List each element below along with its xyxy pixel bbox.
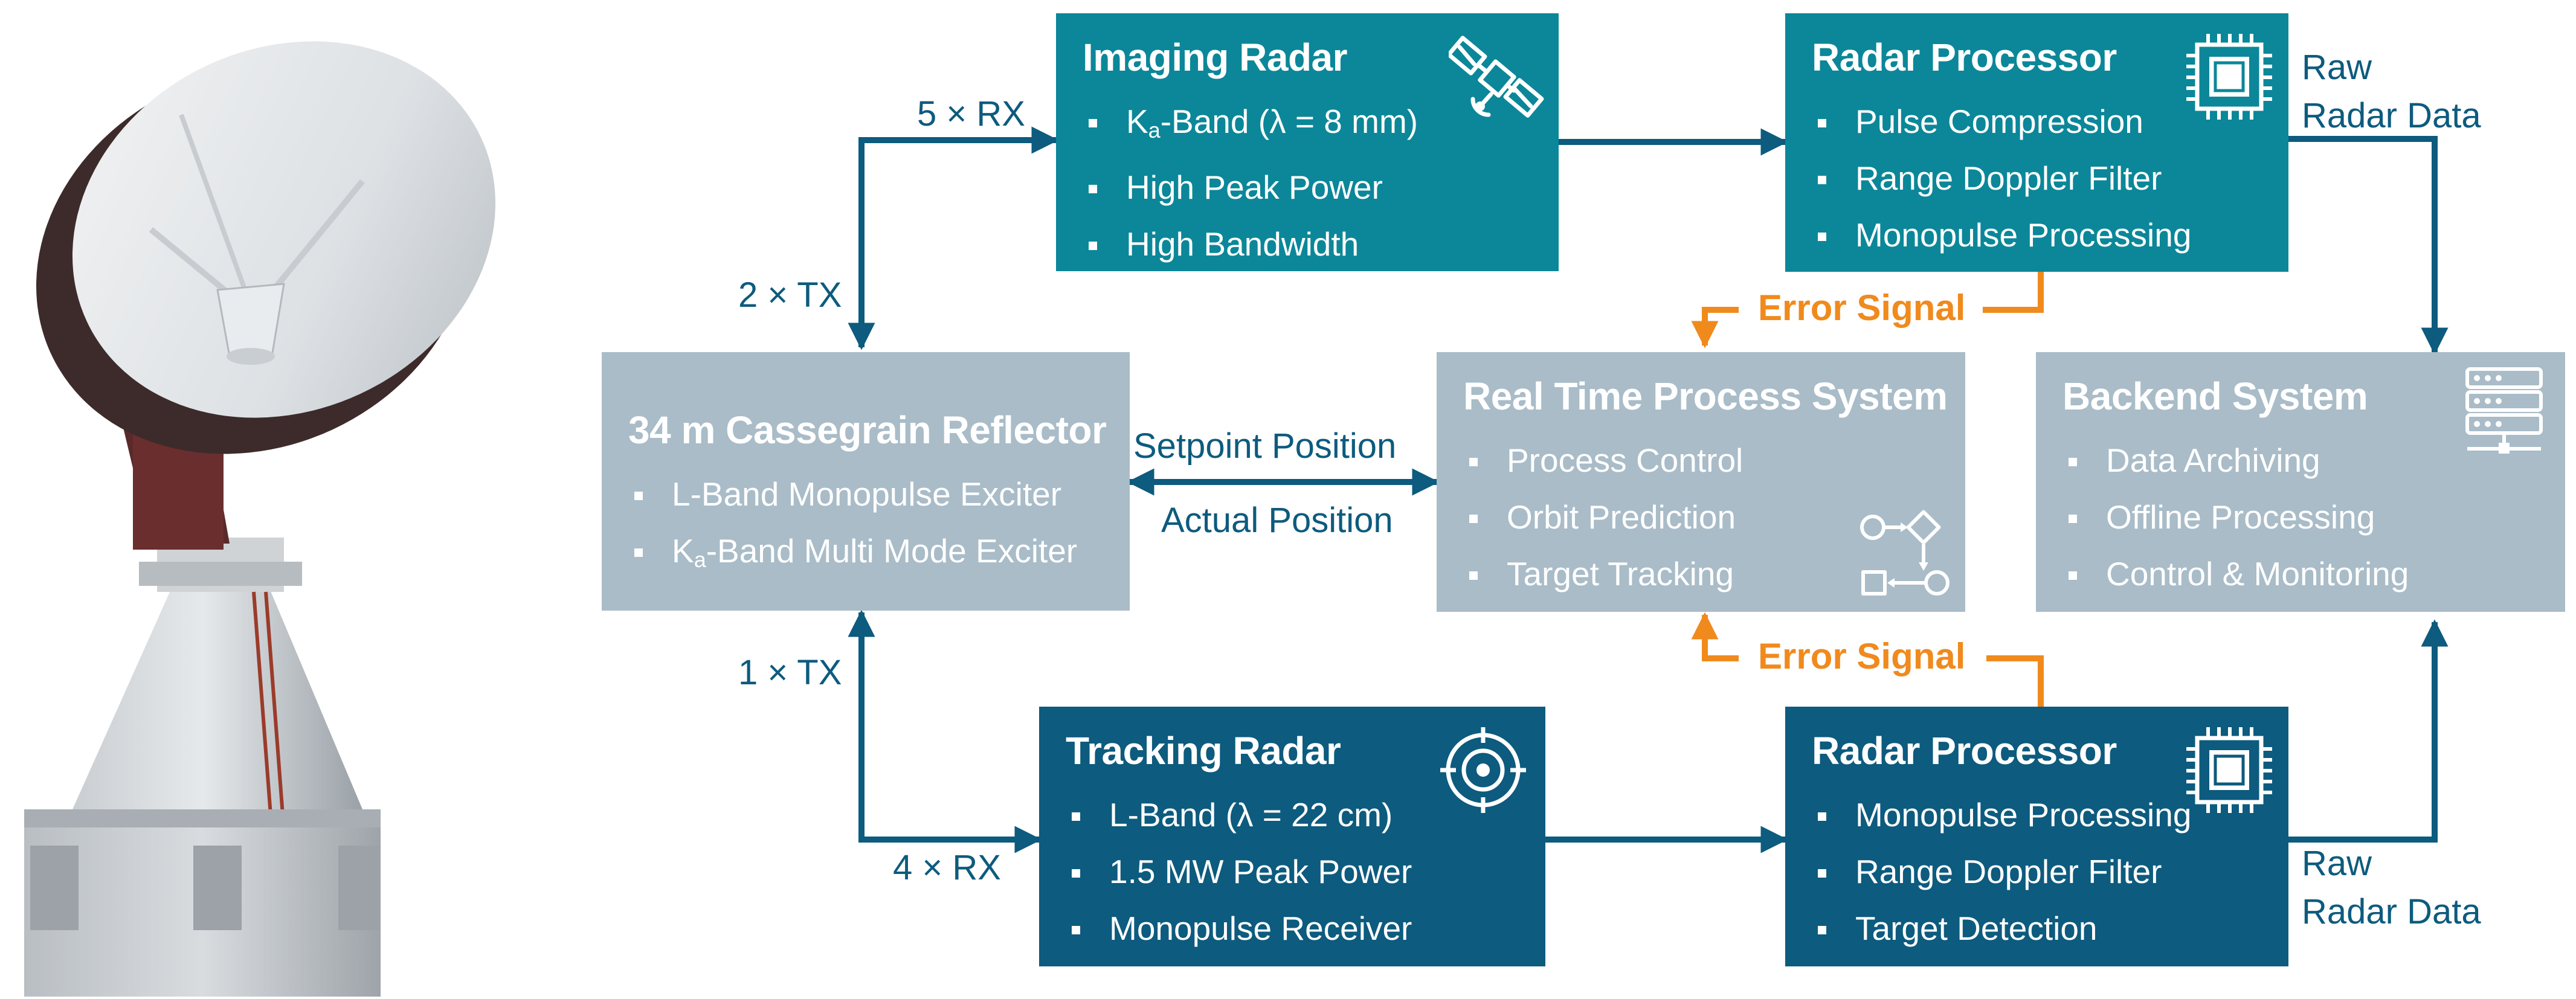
error-signal-bottom-label: Error Signal	[1758, 636, 1966, 676]
chip-icon	[2186, 727, 2272, 813]
backend-system-title: Backend System	[2062, 374, 2368, 418]
arrow-reflector-to-tracking	[848, 609, 1042, 853]
backend-system-list: Data Archiving Offline Processing Contro…	[2062, 432, 2539, 602]
list-item: Target Detection	[1812, 900, 2262, 957]
arrow-reflector-to-imaging	[848, 126, 1059, 350]
chip-icon	[2186, 34, 2272, 120]
tx-top-label: 2 × TX	[738, 275, 842, 315]
server-icon	[2465, 367, 2543, 454]
rx-top-label: 5 × RX	[917, 94, 1025, 133]
radar-processor-bottom-list: Monopulse Processing Range Doppler Filte…	[1812, 786, 2262, 957]
real-time-process-box: Real Time Process System Process Control…	[1437, 352, 1965, 612]
arrow-processor-bottom-to-backend	[2288, 619, 2449, 843]
error-signal-top-line	[1983, 272, 2044, 313]
list-item: Pulse Compression	[1812, 93, 2262, 150]
list-item: 1.5 MW Peak Power	[1066, 843, 1519, 900]
radar-processor-bottom-title: Radar Processor	[1812, 729, 2117, 773]
flowchart-icon	[1860, 510, 1950, 596]
satellite-icon	[1449, 36, 1544, 118]
list-item: Ka-Band (λ = 8 mm)	[1083, 93, 1532, 159]
imaging-radar-box: Imaging Radar Ka-Band (λ = 8 mm) High Pe…	[1056, 13, 1559, 271]
real-time-process-title: Real Time Process System	[1463, 374, 1948, 418]
arrow-processor-to-backend	[2288, 136, 2449, 355]
target-icon	[1440, 727, 1526, 813]
radar-processor-bottom-box: Radar Processor Monopulse Processing Ran…	[1785, 707, 2288, 966]
list-item: Orbit Prediction	[1463, 489, 1939, 545]
tracking-radar-box: Tracking Radar L-Band (λ = 22 cm) 1.5 MW…	[1039, 707, 1545, 966]
tracking-radar-title: Tracking Radar	[1066, 729, 1341, 773]
tracking-radar-list: L-Band (λ = 22 cm) 1.5 MW Peak Power Mon…	[1066, 786, 1519, 957]
list-item: Range Doppler Filter	[1812, 150, 2262, 207]
error-signal-top-arrow	[1691, 307, 1739, 349]
list-item: L-Band Monopulse Exciter	[628, 466, 1103, 522]
raw-radar-data-bottom-label: Raw Radar Data	[2302, 844, 2481, 931]
cassegrain-reflector-title: 34 m Cassegrain Reflector	[628, 408, 1107, 452]
rx-bottom-label: 4 × RX	[893, 848, 1001, 887]
cassegrain-reflector-box: 34 m Cassegrain Reflector L-Band Monopul…	[602, 352, 1130, 611]
setpoint-position-label: Setpoint Position	[1133, 426, 1397, 466]
error-signal-bottom-line	[1986, 655, 2044, 707]
real-time-process-list: Process Control Orbit Prediction Target …	[1463, 432, 1939, 602]
list-item: Range Doppler Filter	[1812, 843, 2262, 900]
tx-bottom-label: 1 × TX	[738, 653, 842, 692]
list-item: Ka-Band Multi Mode Exciter	[628, 522, 1103, 588]
list-item: Target Tracking	[1463, 545, 1939, 602]
actual-position-label: Actual Position	[1161, 501, 1393, 540]
list-item: Monopulse Receiver	[1066, 900, 1519, 957]
antenna-illustration	[24, 41, 496, 997]
list-item: High Bandwidth	[1083, 216, 1532, 272]
imaging-radar-title: Imaging Radar	[1083, 36, 1348, 79]
radar-processor-top-title: Radar Processor	[1812, 36, 2117, 79]
list-item: Process Control	[1463, 432, 1939, 489]
list-item: Monopulse Processing	[1812, 207, 2262, 263]
imaging-radar-list: Ka-Band (λ = 8 mm) High Peak Power High …	[1083, 93, 1532, 272]
error-signal-bottom-arrow	[1691, 612, 1739, 661]
raw-radar-data-top-label: Raw Radar Data	[2302, 48, 2481, 135]
list-item: Data Archiving	[2062, 432, 2539, 489]
radar-processor-top-list: Pulse Compression Range Doppler Filter M…	[1812, 93, 2262, 263]
error-signal-top-label: Error Signal	[1758, 287, 1966, 328]
list-item: Offline Processing	[2062, 489, 2539, 545]
list-item: L-Band (λ = 22 cm)	[1066, 786, 1519, 843]
list-item: Control & Monitoring	[2062, 545, 2539, 602]
radar-processor-top-box: Radar Processor Pulse Compression Range …	[1785, 13, 2288, 272]
list-item: High Peak Power	[1083, 159, 1532, 216]
list-item: Monopulse Processing	[1812, 786, 2262, 843]
backend-system-box: Backend System Data Archiving Offline Pr…	[2036, 352, 2565, 612]
cassegrain-reflector-list: L-Band Monopulse Exciter Ka-Band Multi M…	[628, 466, 1103, 588]
